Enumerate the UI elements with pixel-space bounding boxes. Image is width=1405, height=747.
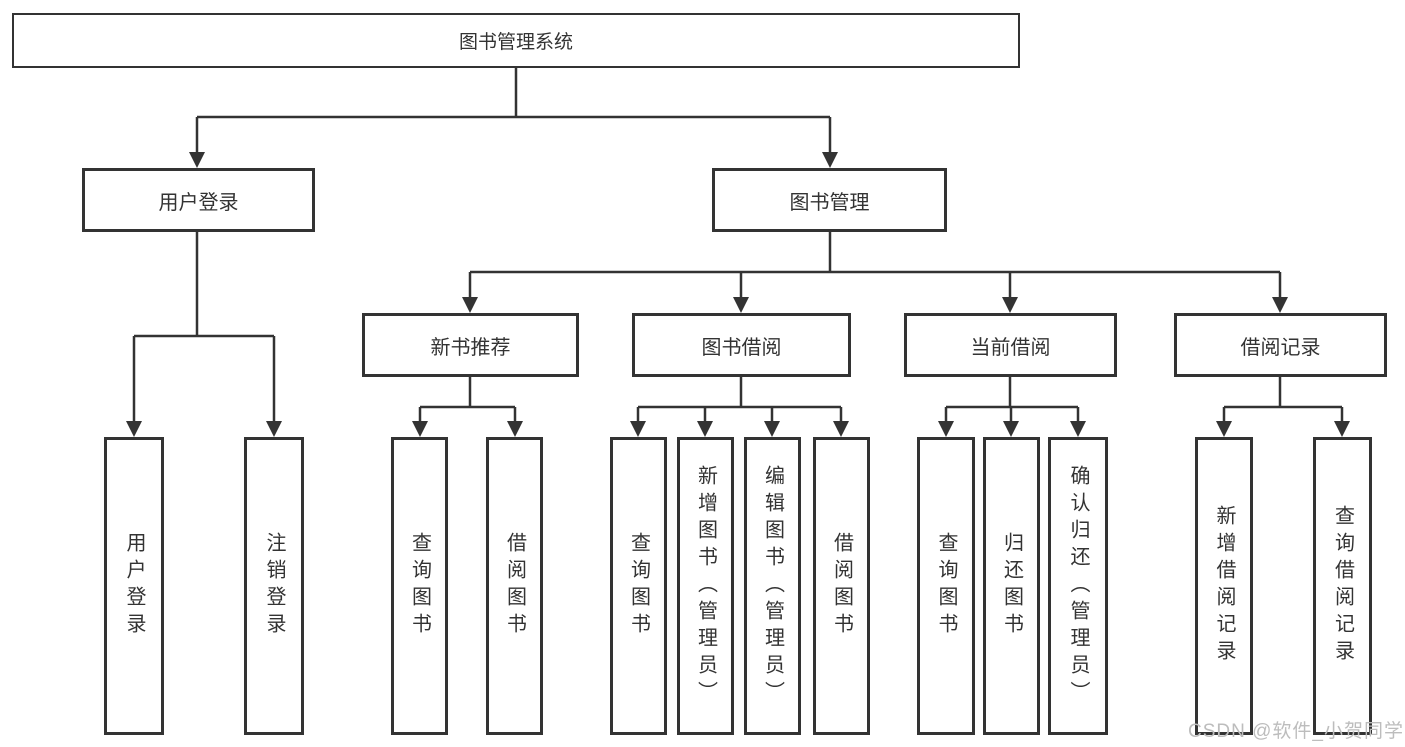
node-label: 用户登录 [123,532,145,640]
node-user-login-module: 用户登录 [82,168,315,232]
node-label: 查询图书 [935,532,957,640]
node-label: 查询借阅记录 [1331,505,1354,667]
node-query-borrow-record: 查询借阅记录 [1313,437,1372,735]
node-current-borrowing: 当前借阅 [904,313,1117,377]
node-label: 新增借阅记录 [1213,505,1235,667]
node-label: 确认归还（管理员） [1067,464,1089,708]
csdn-watermark: CSDN @软件_小贺同学 [1188,721,1404,742]
node-query-books-borrowing: 查询图书 [610,437,667,735]
node-borrow-books-recommend: 借阅图书 [486,437,543,735]
node-confirm-return-admin: 确认归还（管理员） [1048,437,1108,735]
node-edit-books-admin: 编辑图书（管理员） [744,437,801,735]
node-book-management: 图书管理 [712,168,947,232]
node-query-books-current: 查询图书 [917,437,975,735]
node-logout: 注销登录 [244,437,304,735]
node-new-book-recommend: 新书推荐 [362,313,579,377]
node-label: 注销登录 [263,532,285,640]
node-label: 新书推荐 [430,336,511,359]
node-label: 当前借阅 [970,336,1051,359]
node-label: 编辑图书（管理员） [761,464,784,708]
node-label: 图书管理系统 [458,32,573,53]
node-book-borrowing: 图书借阅 [632,313,851,377]
node-return-books: 归还图书 [983,437,1040,735]
node-user-login: 用户登录 [104,437,164,735]
node-borrow-books: 借阅图书 [813,437,870,735]
node-borrowing-records: 借阅记录 [1174,313,1387,377]
node-label: 查询图书 [408,532,431,640]
node-label: 借阅图书 [830,532,853,640]
node-label: 借阅记录 [1240,336,1321,359]
node-label: 图书借阅 [701,336,782,359]
node-label: 借阅图书 [503,532,526,640]
node-label: 新增图书（管理员） [694,464,717,708]
node-label: 归还图书 [1000,532,1023,640]
node-add-borrow-record: 新增借阅记录 [1195,437,1253,735]
node-query-books-recommend: 查询图书 [391,437,448,735]
node-label: 查询图书 [627,532,650,640]
node-label: 图书管理 [789,191,870,214]
node-add-books-admin: 新增图书（管理员） [677,437,734,735]
arrow-down-icons [126,152,1350,437]
node-label: 用户登录 [158,191,239,214]
node-library-management-system: 图书管理系统 [12,13,1020,68]
